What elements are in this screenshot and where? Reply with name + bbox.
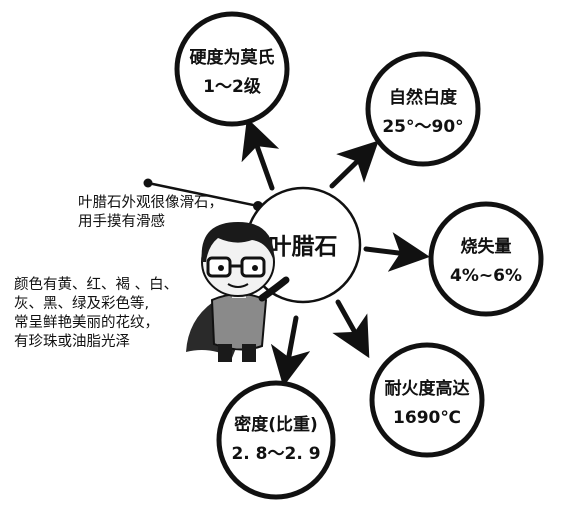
color-note-line-4: 有珍珠或油脂光泽 [14, 334, 130, 350]
appearance-note: 叶腊石外观很像滑石， 用手摸有滑感 [78, 194, 223, 232]
node-hardness: 硬度为莫氏 1～2级 [174, 11, 290, 127]
color-note-line-1: 颜色有黄、红、褐 、白、 [14, 277, 179, 293]
arrow-to-density [270, 315, 311, 387]
node-whiteness: 自然白度 25°～90° [365, 51, 481, 167]
node-density: 密度(比重) 2. 8～2. 9 [216, 380, 336, 500]
appearance-note-line-2: 用手摸有滑感 [78, 214, 165, 230]
arrow-to-refractory [332, 299, 370, 359]
node-refractory: 耐火度高达 1690℃ [369, 342, 485, 458]
arrow-to-loss [363, 232, 430, 272]
color-note-line-2: 灰、黑、绿及彩色等, [14, 296, 150, 312]
arrow-to-whiteness [329, 140, 379, 189]
node-loss-title: 烧失量 [461, 236, 512, 257]
color-note-line-3: 常呈鲜艳美丽的花纹， [14, 315, 159, 331]
node-density-title: 密度(比重) [234, 414, 318, 435]
cartoon-character [186, 222, 290, 362]
node-loss: 烧失量 4%~6% [428, 201, 544, 317]
arrow-to-hardness [241, 117, 280, 191]
node-loss-value: 4%~6% [450, 266, 522, 286]
appearance-note-line-1: 叶腊石外观很像滑石， [78, 195, 223, 211]
node-hardness-title: 硬度为莫氏 [190, 47, 275, 68]
color-note: 颜色有黄、红、褐 、白、 灰、黑、绿及彩色等, 常呈鲜艳美丽的花纹， 有珍珠或油… [14, 276, 178, 352]
node-hardness-value: 1～2级 [203, 76, 261, 97]
node-refractory-value: 1690℃ [393, 408, 461, 428]
node-whiteness-title: 自然白度 [389, 87, 458, 108]
arrows [241, 117, 430, 387]
center-label: 叶腊石 [269, 234, 338, 260]
node-density-value: 2. 8～2. 9 [231, 444, 320, 464]
node-refractory-title: 耐火度高达 [385, 378, 470, 399]
node-whiteness-value: 25°～90° [382, 117, 463, 137]
